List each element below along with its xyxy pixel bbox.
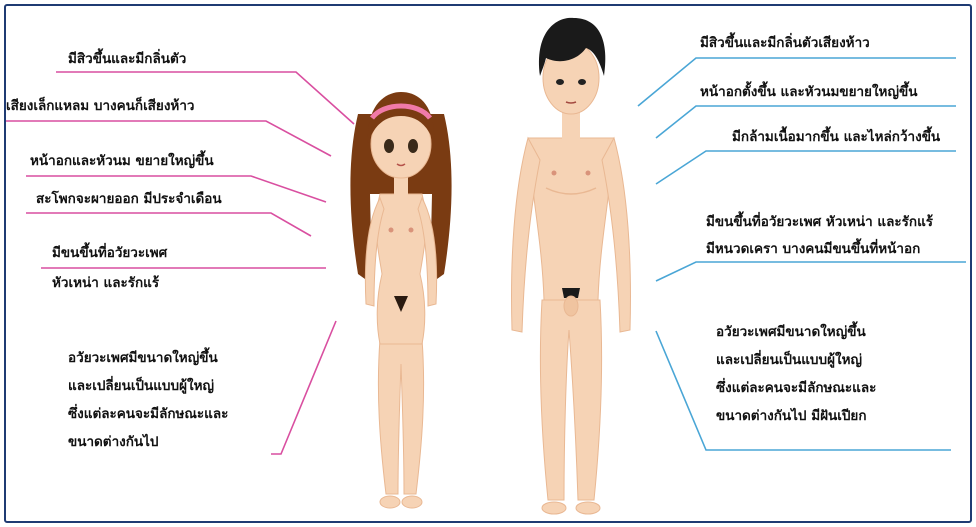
female-figure [336, 74, 466, 519]
female-line-genital [271, 321, 336, 454]
male-paragraph: อวัยวะเพศมีขนาดใหญ่ขึ้น และเปลี่ยนเป็นแบ… [716, 318, 876, 430]
female-label-acne: มีสิวขึ้นและมีกลิ่นตัว [68, 50, 186, 68]
male-figure [506, 10, 636, 520]
male-paragraph-line-3: ซึ่งแต่ละคนจะมีลักษณะและ [716, 374, 876, 402]
male-foot-left [542, 502, 566, 514]
female-label-voice: เสียงเล็กแหลม บางคนก็เสียงห้าว [6, 97, 194, 115]
male-legs [540, 300, 601, 500]
male-eye-left [556, 79, 564, 85]
female-paragraph-line-2: และเปลี่ยนเป็นแบบผู้ใหญ่ [68, 372, 228, 400]
male-line-muscle [656, 151, 956, 184]
male-line-hair [656, 262, 966, 281]
female-label-hair-1: มีขนขึ้นที่อวัยวะเพศ [52, 244, 167, 262]
male-paragraph-line-1: อวัยวะเพศมีขนาดใหญ่ขึ้น [716, 318, 876, 346]
female-foot-left [380, 496, 400, 508]
male-paragraph-line-4: ขนาดต่างกันไป มีฝันเปียก [716, 402, 876, 430]
male-eye-right [578, 79, 586, 85]
female-torso [376, 194, 426, 344]
male-label-muscle: มีกล้ามเนื้อมากขึ้น และไหล่กว้างขึ้น [732, 128, 940, 146]
female-paragraph-line-1: อวัยวะเพศมีขนาดใหญ่ขึ้น [68, 344, 228, 372]
female-line-hips [26, 213, 311, 236]
male-arm-right [602, 138, 630, 332]
female-nipple-right [409, 228, 414, 233]
male-label-beard: มีหนวดเครา บางคนมีขนขึ้นที่หน้าอก [706, 240, 920, 258]
female-label-breast: หน้าอกและหัวนม ขยายใหญ่ขึ้น [30, 152, 214, 170]
diagram-frame: มีสิวขึ้นและมีกลิ่นตัว เสียงเล็กแหลม บาง… [4, 4, 972, 523]
female-label-hips: สะโพกจะผายออก มีประจำเดือน [36, 190, 222, 208]
female-paragraph-line-3: ซึ่งแต่ละคนจะมีลักษณะและ [68, 400, 228, 428]
male-genital [564, 296, 578, 316]
female-foot-right [402, 496, 422, 508]
female-eye-left [384, 139, 394, 153]
female-legs [378, 339, 423, 494]
male-torso [528, 138, 614, 300]
male-paragraph-line-2: และเปลี่ยนเป็นแบบผู้ใหญ่ [716, 346, 876, 374]
female-label-hair-2: หัวเหน่า และรักแร้ [52, 274, 159, 292]
female-nipple-left [389, 228, 394, 233]
female-eye-right [408, 139, 418, 153]
male-label-chest: หน้าอกตั้งขึ้น และหัวนมขยายใหญ่ขึ้น [700, 83, 917, 101]
male-foot-right [576, 502, 600, 514]
male-arm-left [512, 138, 540, 332]
male-label-hair: มีขนขึ้นที่อวัยวะเพศ หัวเหน่า และรักแร้ [706, 213, 933, 231]
male-nipple-left [552, 171, 557, 176]
female-paragraph-line-4: ขนาดต่างกันไป [68, 428, 228, 456]
male-nipple-right [586, 171, 591, 176]
female-line-voice [6, 121, 331, 156]
female-paragraph: อวัยวะเพศมีขนาดใหญ่ขึ้น และเปลี่ยนเป็นแบ… [68, 344, 228, 456]
male-label-acne: มีสิวขึ้นและมีกลิ่นตัวเสียงห้าว [700, 34, 870, 52]
